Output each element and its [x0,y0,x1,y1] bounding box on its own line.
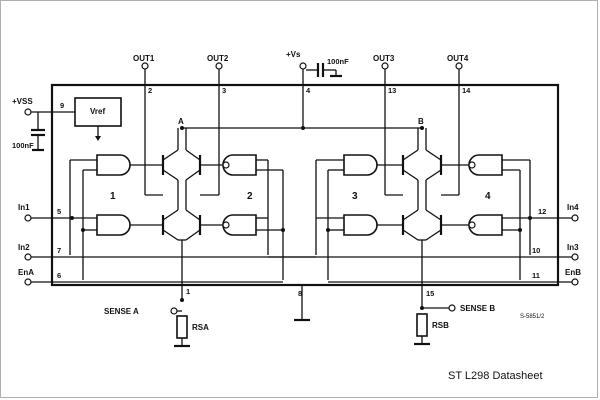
figure-caption: ST L298 Datasheet [448,370,543,382]
sense-a-label: SENSE A [104,307,139,316]
vs-label: +Vs [286,50,301,59]
rsb-label: RSB [432,321,449,330]
transistor-q4 [185,209,223,241]
ic-package-outline [50,83,560,287]
in3-terminal: In3 10 [268,243,579,261]
transistor-q6 [425,149,469,181]
in1-terminal: In1 5 [18,203,72,222]
enb-terminal: EnB 11 [328,268,581,286]
out2-terminal: OUT2 3 [200,54,229,196]
in2-label: In2 [18,243,30,252]
pin-14-label: 14 [462,86,471,95]
bridge-1-label: 1 [110,191,116,202]
pin-15-label: 15 [426,289,434,298]
pin-13-label: 13 [388,86,396,95]
node-b-label: B [418,117,424,126]
pin-11-label: 11 [532,271,540,280]
out3-label: OUT3 [373,54,395,63]
transistor-q1 [130,149,179,181]
transistor-q3 [130,209,179,241]
node-a-label: A [178,117,184,126]
vref-block [74,97,122,127]
vs-supply: +Vs 4 100nF [286,50,349,128]
rsb-resistor [416,313,428,337]
rsa-resistor [176,315,188,339]
sense-b-circuit: 15 SENSE B RSB [414,289,495,346]
transistor-q2 [185,149,223,181]
transistor-q5 [377,149,419,181]
bridge-a: 1 2 [69,128,285,300]
out3-terminal: OUT3 13 [373,54,403,196]
out2-label: OUT2 [207,54,229,63]
out1-terminal: OUT1 2 [133,54,163,196]
pin-3-label: 3 [222,86,226,95]
pin-5-label: 5 [57,207,61,216]
bridge-3-label: 3 [352,191,358,202]
pin-10-label: 10 [532,246,540,255]
in4-terminal: In4 12 [530,203,579,222]
pin-7-label: 7 [57,246,61,255]
gnd-pin-8: 8 [294,285,310,322]
ena-terminal: EnA 6 [18,268,283,286]
transistor-q7 [377,209,419,241]
vss-supply: +VSS 9 100nF [12,97,75,152]
pin-2-label: 2 [148,86,152,95]
pin-12-label: 12 [538,207,546,216]
pin-4-label: 4 [306,86,311,95]
bridge-4-label: 4 [485,191,491,202]
sense-a-circuit: 1 SENSE A RSA [104,287,209,348]
bridge-2-label: 2 [247,191,253,202]
bridge-b: 3 4 [315,128,532,308]
gate-3-bottom [343,214,378,236]
in4-label: In4 [567,203,579,212]
in3-label: In3 [567,243,579,252]
gate-1-top [96,154,131,176]
ena-label: EnA [18,268,34,277]
sense-b-label: SENSE B [460,304,495,313]
pin-9-label: 9 [60,101,64,110]
out4-label: OUT4 [447,54,469,63]
vss-cap-value: 100nF [12,141,34,150]
out4-terminal: OUT4 14 [441,54,471,196]
rsa-label: RSA [192,323,209,332]
gate-3-top [343,154,378,176]
vref-label: Vref [90,107,105,116]
vss-label: +VSS [12,97,33,106]
gate-1-bottom [96,214,131,236]
in1-label: In1 [18,203,30,212]
transistor-q8 [425,209,469,241]
enb-label: EnB [565,268,581,277]
pin-6-label: 6 [57,271,61,280]
drawing-code: S-5851/2 [520,314,545,320]
vs-cap-value: 100nF [327,57,349,66]
out1-label: OUT1 [133,54,155,63]
pin-8-label: 8 [298,289,302,298]
pin-1-label: 1 [186,287,190,296]
